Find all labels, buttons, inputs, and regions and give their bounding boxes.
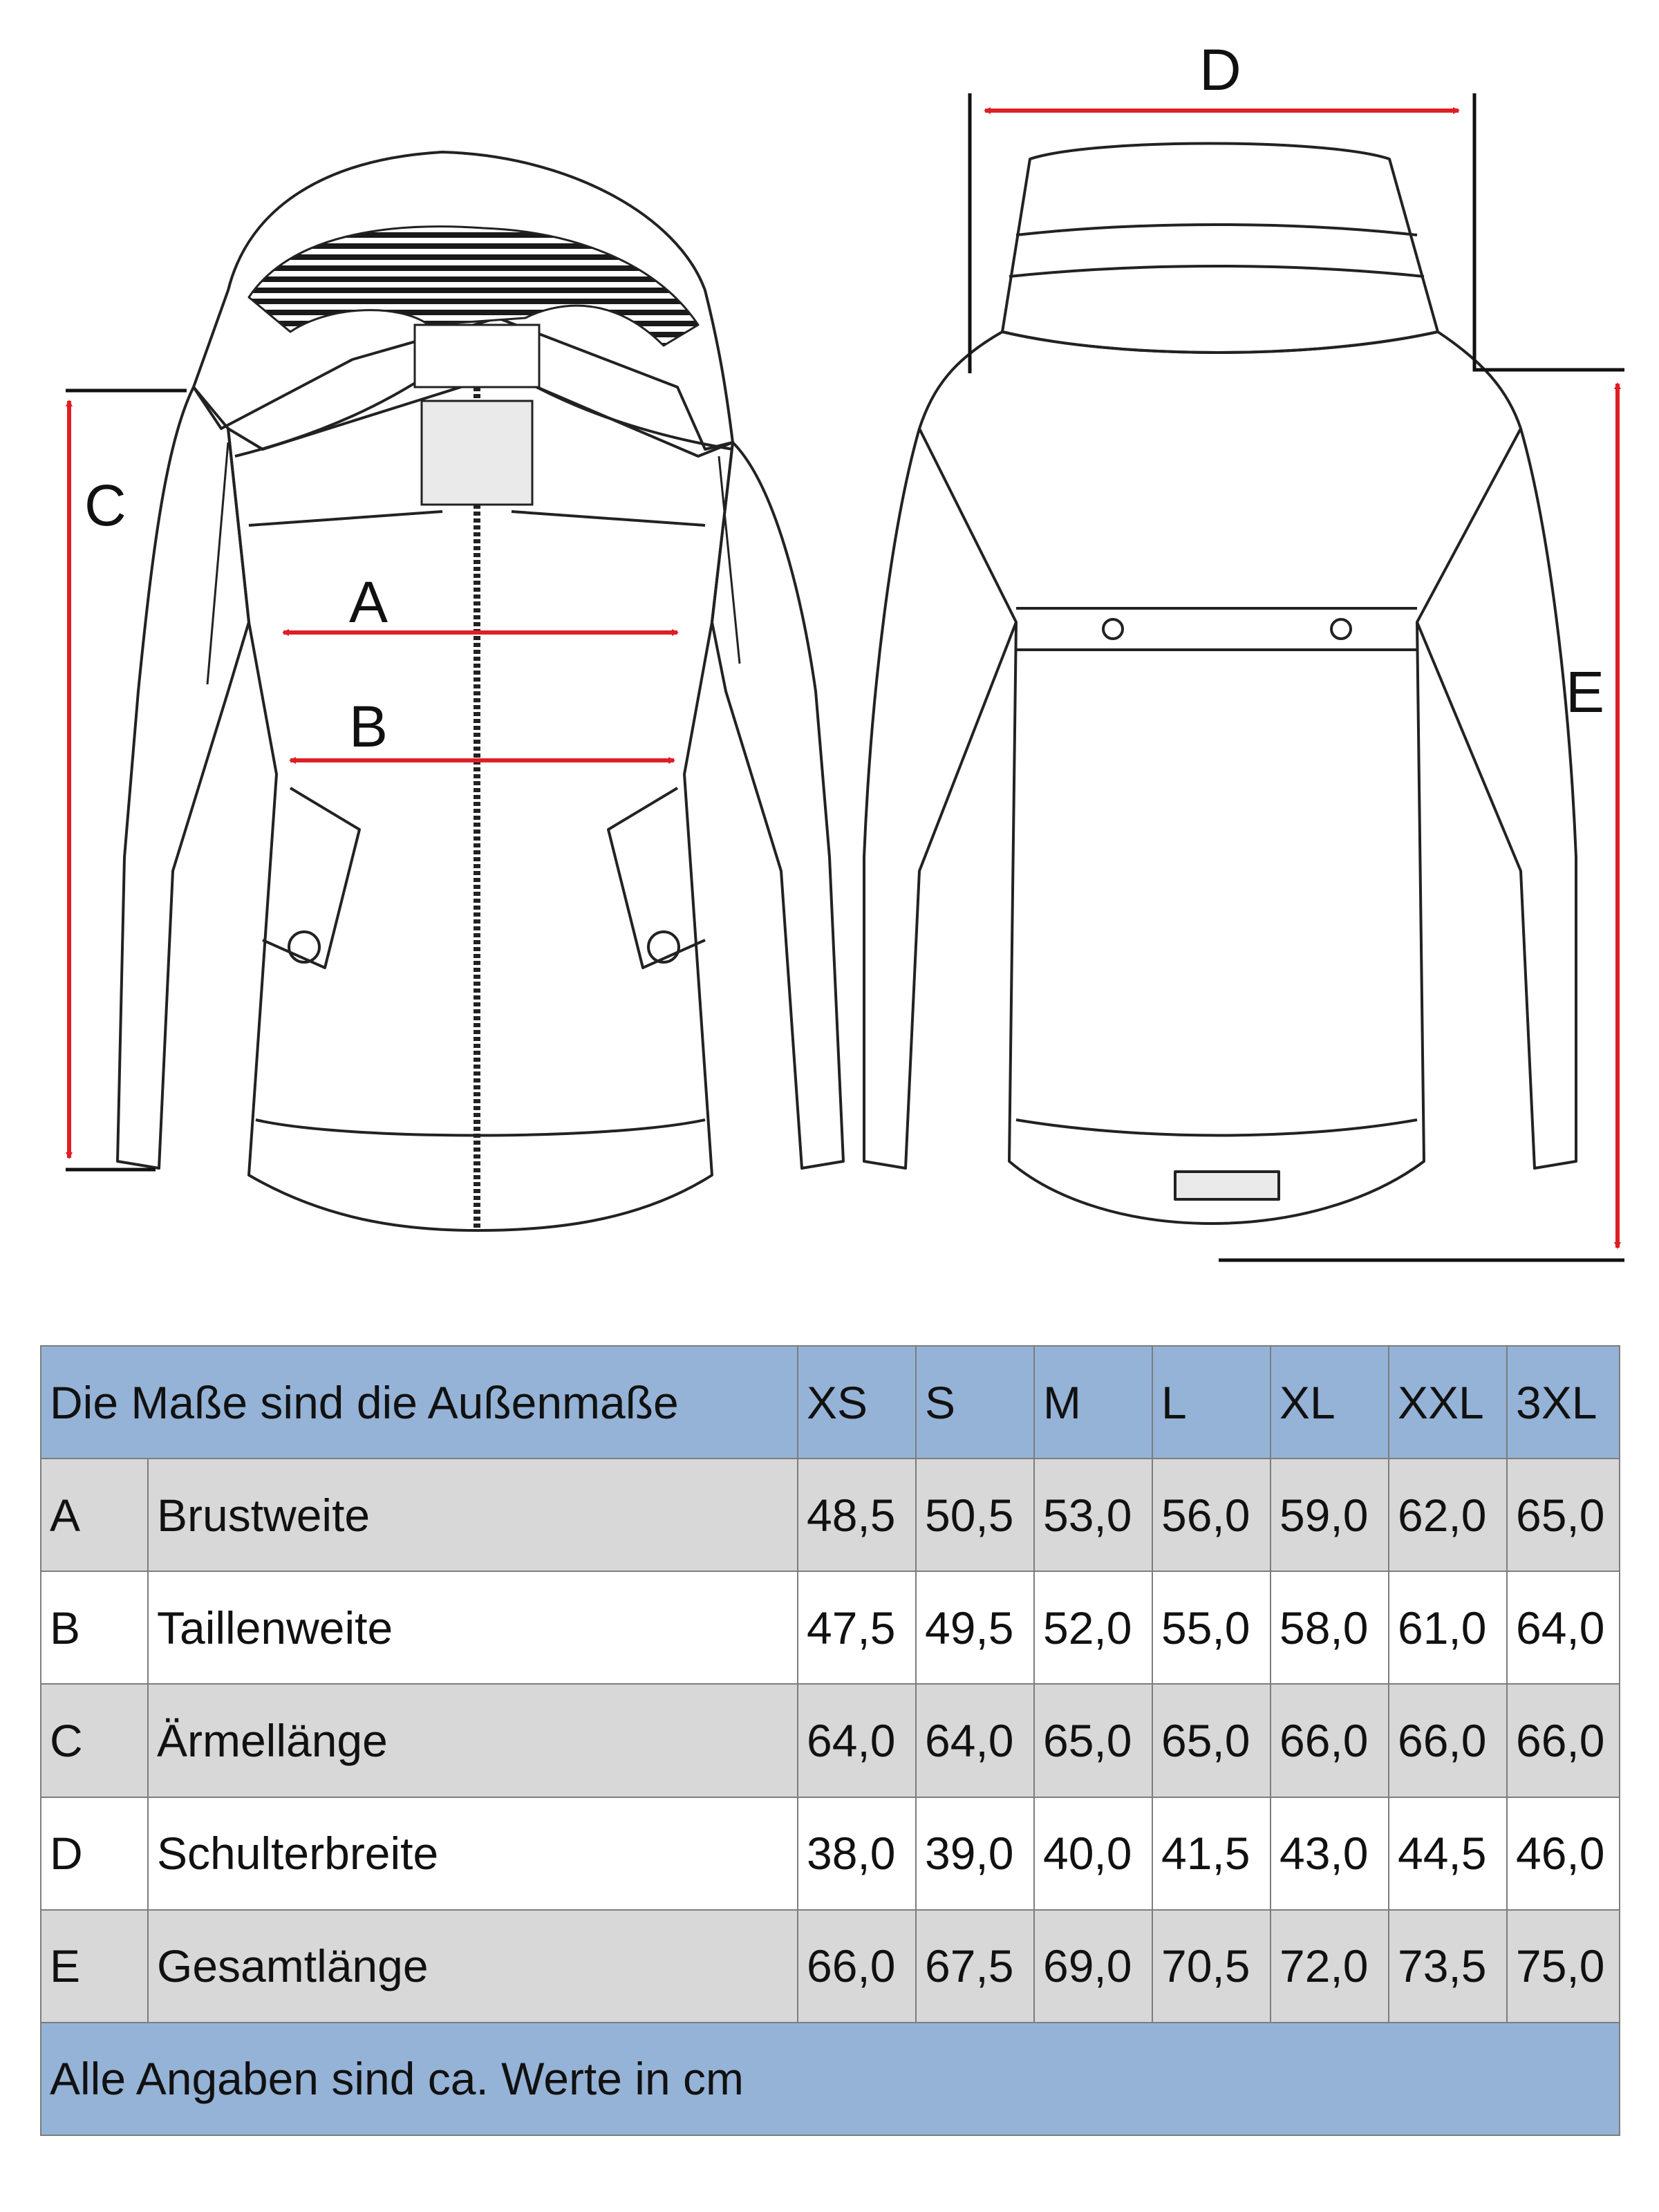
table-row: E Gesamtlänge 66,0 67,5 69,0 70,5 72,0 7… xyxy=(40,1909,1621,2023)
table-cell: 43,0 xyxy=(1270,1796,1390,1911)
guide-d-right xyxy=(1472,93,1624,372)
row-key: D xyxy=(40,1796,149,1911)
size-s: S xyxy=(915,1344,1035,1460)
table-cell: 47,5 xyxy=(797,1571,917,1685)
size-m: M xyxy=(1033,1344,1154,1460)
back-hem-seam xyxy=(1015,1118,1418,1137)
table-cell: 56,0 xyxy=(1152,1458,1272,1573)
jacket-back-outline xyxy=(863,142,1577,1225)
label-e: E xyxy=(1566,659,1604,724)
table-cell: 64,0 xyxy=(797,1683,917,1798)
header-caption: Die Maße sind die Außenmaße xyxy=(39,1344,799,1460)
row-name: Ärmellänge xyxy=(147,1683,799,1798)
table-cell: 52,0 xyxy=(1033,1571,1154,1685)
label-c: C xyxy=(84,473,126,538)
table-cell: 73,5 xyxy=(1388,1909,1508,2023)
table-cell: 64,0 xyxy=(915,1683,1035,1798)
table-cell: 62,0 xyxy=(1388,1458,1508,1573)
measurement-arrows xyxy=(66,107,1621,1249)
size-chart-table: Die Maße sind die Außenmaße XS S M L XL … xyxy=(39,1344,1621,2137)
chest-logo-patch xyxy=(420,400,534,506)
table-footer-row: Alle Angaben sind ca. Werte in cm xyxy=(39,2021,1621,2137)
table-cell: 75,0 xyxy=(1506,1909,1621,2023)
front-yoke xyxy=(248,510,706,527)
row-key: A xyxy=(40,1458,149,1573)
neck-logo-badge xyxy=(413,324,541,388)
left-pocket-button xyxy=(288,930,321,964)
right-pocket xyxy=(607,787,706,969)
table-cell: 66,0 xyxy=(1270,1683,1390,1798)
back-right-sleeve xyxy=(1416,428,1577,1170)
back-eyelet-right xyxy=(1330,618,1352,640)
table-cell: 70,5 xyxy=(1152,1909,1272,2023)
front-hood xyxy=(192,151,734,451)
table-cell: 61,0 xyxy=(1388,1571,1508,1685)
table-row: B Taillenweite 47,5 49,5 52,0 55,0 58,0 … xyxy=(40,1571,1621,1685)
label-d: D xyxy=(1199,37,1241,102)
hood-lining xyxy=(247,225,700,347)
row-name: Taillenweite xyxy=(147,1571,799,1685)
front-left-sleeve xyxy=(116,386,250,1170)
table-row: C Ärmellänge 64,0 64,0 65,0 65,0 66,0 66… xyxy=(40,1683,1621,1798)
table-cell: 48,5 xyxy=(797,1458,917,1573)
right-drawstring xyxy=(718,456,741,664)
row-name: Gesamtlänge xyxy=(147,1909,799,2023)
left-pocket xyxy=(262,787,361,969)
jacket-size-diagram: A B C D E xyxy=(66,37,1624,1262)
measurement-guides xyxy=(66,93,1624,1262)
left-drawstring xyxy=(206,442,229,685)
back-left-sleeve xyxy=(863,428,1018,1170)
table-cell: 39,0 xyxy=(915,1796,1035,1911)
label-a: A xyxy=(349,570,388,635)
table-cell: 65,0 xyxy=(1033,1683,1154,1798)
table-cell: 59,0 xyxy=(1270,1458,1390,1573)
back-eyelet-left xyxy=(1102,618,1124,640)
back-hem-label xyxy=(1174,1170,1280,1201)
table-cell: 69,0 xyxy=(1033,1909,1154,2023)
footer-note: Alle Angaben sind ca. Werte in cm xyxy=(39,2021,1621,2137)
size-3xl: 3XL xyxy=(1506,1344,1621,1460)
table-cell: 49,5 xyxy=(915,1571,1035,1685)
back-body xyxy=(918,330,1522,1225)
table-cell: 41,5 xyxy=(1152,1796,1272,1911)
jacket-front-outline xyxy=(116,151,845,1232)
table-row: A Brustweite 48,5 50,5 53,0 56,0 59,0 62… xyxy=(40,1458,1621,1573)
right-pocket-button xyxy=(647,930,680,964)
table-cell: 55,0 xyxy=(1152,1571,1272,1685)
row-key: B xyxy=(40,1571,149,1685)
table-row: D Schulterbreite 38,0 39,0 40,0 41,5 43,… xyxy=(40,1796,1621,1911)
table-cell: 67,5 xyxy=(915,1909,1035,2023)
size-l: L xyxy=(1152,1344,1272,1460)
label-b: B xyxy=(349,694,388,759)
back-yoke-seam xyxy=(1016,607,1417,651)
table-cell: 44,5 xyxy=(1388,1796,1508,1911)
size-xxl: XXL xyxy=(1388,1344,1508,1460)
table-cell: 66,0 xyxy=(1388,1683,1508,1798)
size-xl: XL xyxy=(1270,1344,1390,1460)
table-header-row: Die Maße sind die Außenmaße XS S M L XL … xyxy=(39,1344,1621,1460)
table-cell: 66,0 xyxy=(1506,1683,1621,1798)
row-name: Brustweite xyxy=(147,1458,799,1573)
size-xs: XS xyxy=(797,1344,917,1460)
back-hood xyxy=(1001,142,1439,354)
table-cell: 72,0 xyxy=(1270,1909,1390,2023)
table-cell: 40,0 xyxy=(1033,1796,1154,1911)
table-cell: 58,0 xyxy=(1270,1571,1390,1685)
table-cell: 65,0 xyxy=(1152,1683,1272,1798)
table-cell: 46,0 xyxy=(1506,1796,1621,1911)
table-cell: 38,0 xyxy=(797,1796,917,1911)
table-cell: 50,5 xyxy=(915,1458,1035,1573)
row-key: C xyxy=(40,1683,149,1798)
measurement-labels: A B C D E xyxy=(84,37,1604,759)
table-cell: 64,0 xyxy=(1506,1571,1621,1685)
table-cell: 65,0 xyxy=(1506,1458,1621,1573)
row-name: Schulterbreite xyxy=(147,1796,799,1911)
front-body xyxy=(227,372,734,1232)
table-cell: 53,0 xyxy=(1033,1458,1154,1573)
row-key: E xyxy=(40,1909,149,2023)
table-cell: 66,0 xyxy=(797,1909,917,2023)
front-right-sleeve xyxy=(711,441,845,1170)
back-hood-band xyxy=(1009,223,1425,278)
